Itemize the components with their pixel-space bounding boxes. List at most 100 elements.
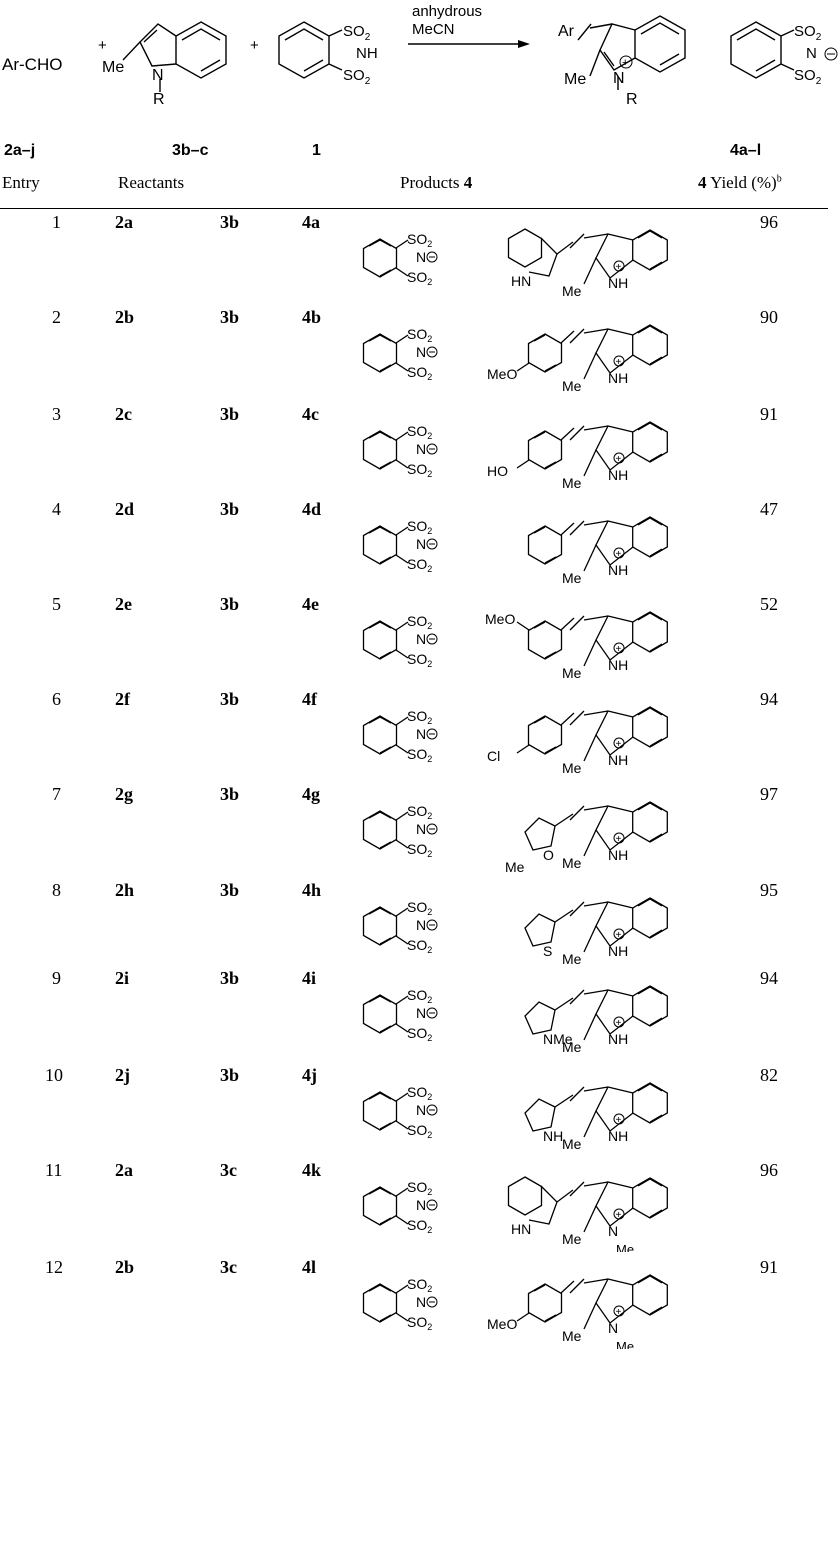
aromatic-bond xyxy=(368,526,392,534)
vinyl-bond xyxy=(569,520,585,536)
indolium-benzene-ring xyxy=(632,1082,668,1124)
entry-number: 10 xyxy=(45,1065,63,1085)
aldehyde-label: Ar-CHO xyxy=(2,55,62,74)
bond xyxy=(554,813,574,827)
plus-sign-1: + xyxy=(98,37,107,54)
indole-reactant-structure xyxy=(122,21,227,92)
so2-label: SO2 xyxy=(407,803,432,821)
five-ring-bond xyxy=(595,233,634,279)
product-id: 4a xyxy=(302,212,320,232)
aldehyde-id: 2e xyxy=(115,594,132,614)
n-label: N xyxy=(416,249,426,265)
vinyl-bond xyxy=(569,1181,585,1197)
aromatic-bond xyxy=(649,1306,663,1315)
so2-label: SO2 xyxy=(407,1084,432,1102)
nh-label: NH xyxy=(608,275,628,291)
aldehyde-id: 2a xyxy=(115,1160,133,1180)
aldehyde-id: 2a–j xyxy=(4,142,35,159)
vinyl-bond xyxy=(583,328,609,334)
minus-charge-icon xyxy=(426,538,438,550)
vinyl-bond xyxy=(569,425,585,441)
aromatic-bond xyxy=(533,334,546,342)
nh-label: NH xyxy=(608,562,628,578)
me-label-indole: Me xyxy=(102,59,124,76)
aromatic-bond xyxy=(649,548,663,557)
me-label: Me xyxy=(562,951,582,967)
heteroatom-label: NH xyxy=(543,1128,563,1144)
vinyl-bond xyxy=(583,1086,609,1092)
bond xyxy=(395,621,409,631)
aromatic-bond xyxy=(544,1314,557,1322)
n-label: N xyxy=(416,344,426,360)
bond xyxy=(556,1189,574,1203)
aromatic-bond xyxy=(533,1284,546,1292)
header-yield-text: Yield (%) xyxy=(710,173,777,192)
aromatic-bond xyxy=(379,364,392,372)
reaction-scheme: Ar-CHO + Me N R + SO2 NH SO2 anhydrous M… xyxy=(2,3,838,159)
indolium-benzene-ring xyxy=(632,985,668,1027)
n-label: N xyxy=(416,1197,426,1213)
aromatic-bond xyxy=(637,230,663,239)
bond xyxy=(395,995,409,1005)
bond xyxy=(395,1120,409,1130)
product-id: 4i xyxy=(302,968,317,988)
aromatic-bond xyxy=(637,612,663,621)
five-ring-bond xyxy=(595,520,634,566)
yield-value: 91 xyxy=(760,404,778,424)
aromatic-bond xyxy=(379,1025,392,1033)
product-id: 4h xyxy=(302,880,322,900)
five-ring-bond xyxy=(595,805,634,851)
indole-id: 3c xyxy=(220,1160,237,1180)
so2-label: SO2 xyxy=(407,461,432,479)
aromatic-bond xyxy=(368,1187,392,1195)
vinyl-bond xyxy=(569,901,585,917)
aromatic-bond xyxy=(649,1017,663,1026)
n-methyl-label: Me xyxy=(616,1242,634,1252)
so2-label: SO2 xyxy=(407,937,432,955)
n-label: N xyxy=(416,821,426,837)
methyl-bond xyxy=(583,544,597,572)
so2-label: SO2 xyxy=(407,326,432,344)
five-ring-bond xyxy=(528,1185,558,1225)
aromatic-bond xyxy=(649,833,663,842)
aromatic-bond xyxy=(368,716,392,724)
entry-number: 8 xyxy=(52,880,61,900)
nh-label: NH xyxy=(608,847,628,863)
plus-charge-sign: + xyxy=(616,1210,622,1221)
minus-charge-icon xyxy=(426,1199,438,1211)
five-ring-bond xyxy=(595,710,634,756)
plus-charge-icon xyxy=(613,928,625,940)
substituent-label: HO xyxy=(487,463,508,479)
minus-charge-icon xyxy=(426,1007,438,1019)
header-entry: Entry xyxy=(2,173,40,192)
aromatic-bond xyxy=(637,1083,663,1092)
bond xyxy=(560,522,575,536)
plus-charge-icon xyxy=(613,737,625,749)
aromatic-bond xyxy=(368,239,392,247)
methyl-bond xyxy=(583,257,597,285)
aromatic-bond xyxy=(637,325,663,334)
plus-charge-icon xyxy=(613,1016,625,1028)
counterion-benzene-ring xyxy=(362,1283,398,1323)
plus-charge-icon xyxy=(613,452,625,464)
counterion-benzene-ring xyxy=(362,238,398,278)
vinyl-bond xyxy=(583,1278,609,1284)
methyl-bond xyxy=(583,352,597,380)
aldehyde-id: 2j xyxy=(115,1065,130,1085)
substituent-label: MeO xyxy=(485,611,515,627)
bond xyxy=(395,907,409,917)
r-label-indole: R xyxy=(153,91,165,108)
so2-label: SO2 xyxy=(407,987,432,1005)
bond xyxy=(395,526,409,536)
me-label: Me xyxy=(562,1231,582,1247)
me-label-product: Me xyxy=(564,71,586,88)
aromatic-bond xyxy=(368,995,392,1003)
nh-label: N xyxy=(608,1223,618,1239)
sulfonimide-reactant-structure xyxy=(278,21,343,79)
heteroatom-label: S xyxy=(543,943,552,959)
